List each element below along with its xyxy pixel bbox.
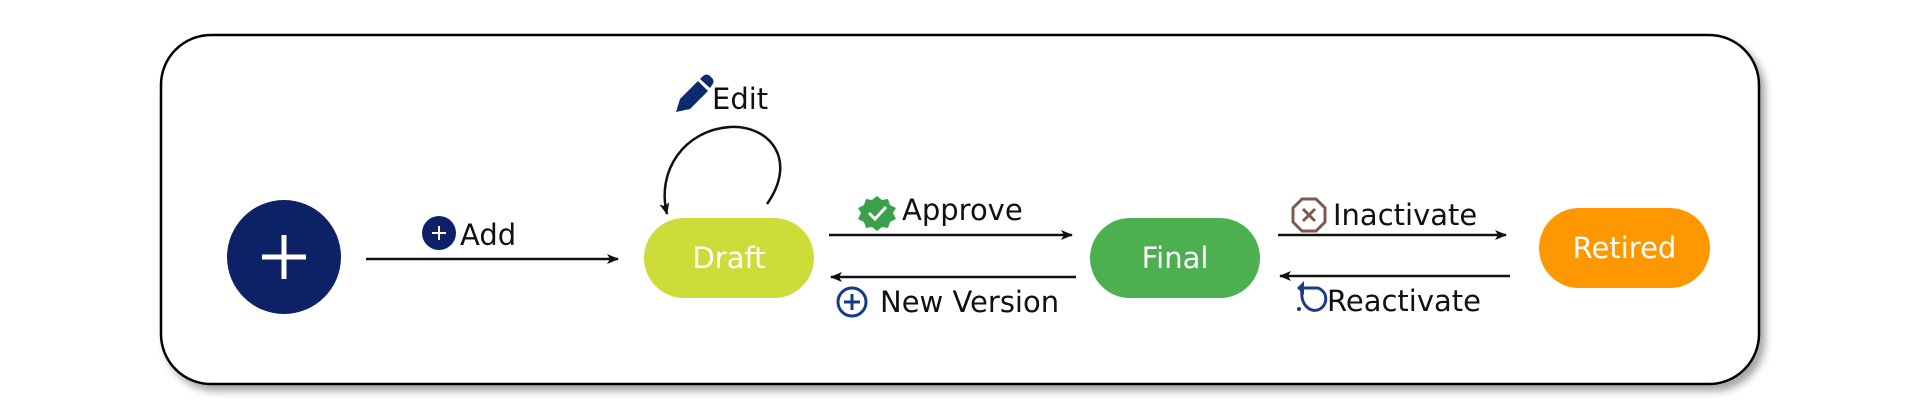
add-circle-icon [422, 216, 456, 250]
final-label: Final [1142, 241, 1209, 275]
transition-reactivate[interactable]: Reactivate [1279, 271, 1510, 318]
start-node[interactable] [227, 200, 341, 314]
plus-icon [262, 235, 306, 279]
transition-add[interactable]: Add [366, 216, 619, 264]
add-label: Add [460, 218, 516, 252]
state-retired[interactable]: Retired [1539, 208, 1710, 288]
add-circle-outline-icon [836, 286, 868, 318]
state-draft[interactable]: Draft [644, 218, 814, 298]
reactivate-label: Reactivate [1327, 284, 1481, 318]
verified-badge-icon [858, 196, 896, 231]
state-final[interactable]: Final [1090, 218, 1260, 298]
transition-inactivate[interactable]: Inactivate [1278, 197, 1507, 240]
edit-loop-arrow [659, 125, 782, 215]
diagram-frame [159, 33, 1761, 386]
cancel-octagon-icon [1291, 197, 1327, 233]
approve-label: Approve [902, 193, 1023, 227]
pencil-icon [676, 74, 714, 112]
retired-label: Retired [1573, 231, 1677, 265]
final-pill [1090, 218, 1260, 298]
undo-icon [1297, 281, 1328, 312]
new-version-label: New Version [880, 285, 1059, 319]
draft-label: Draft [692, 241, 765, 275]
inactivate-label: Inactivate [1333, 198, 1477, 232]
retired-pill [1539, 208, 1710, 288]
draft-pill [644, 218, 814, 298]
transition-new-version[interactable]: New Version [830, 272, 1076, 319]
edit-label: Edit [712, 82, 768, 116]
transition-approve[interactable]: Approve [829, 193, 1073, 240]
transition-edit[interactable]: Edit [659, 74, 782, 215]
